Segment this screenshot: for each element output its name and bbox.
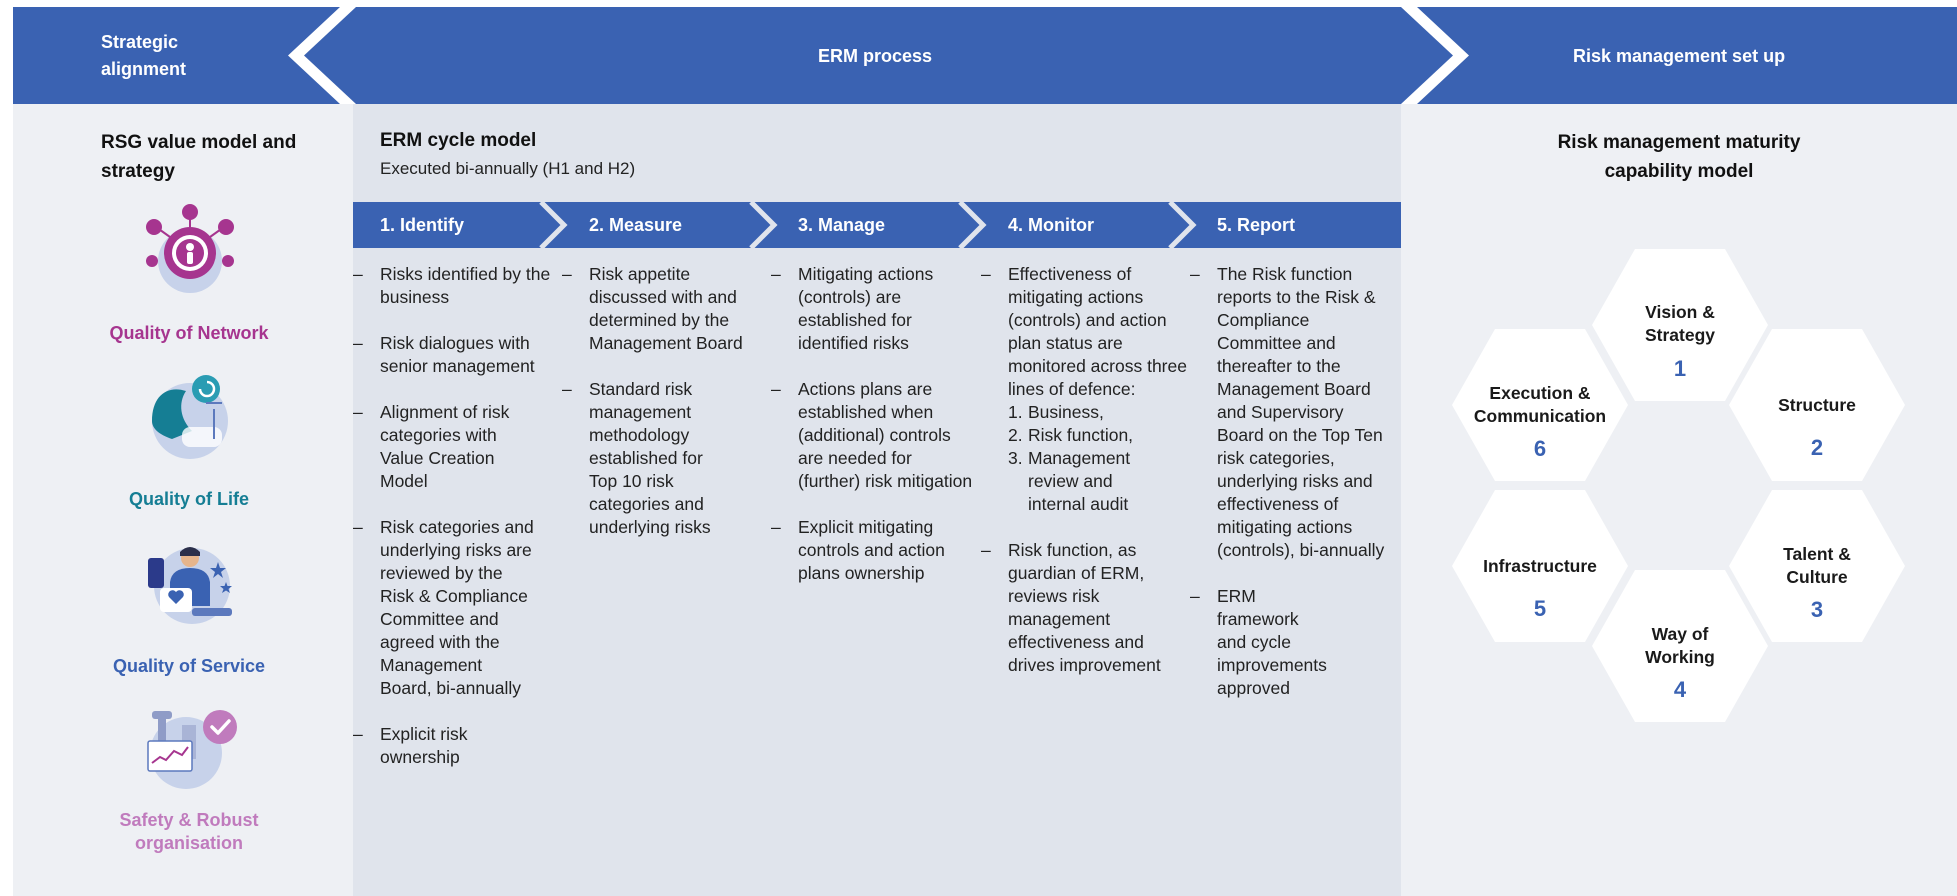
hexagon-shape <box>1592 249 1768 401</box>
risk-setup-heading: Risk management set up <box>1573 46 1786 66</box>
hex-vision-strategy: Vision & Strategy 1 <box>1590 247 1770 403</box>
list-item: Alignment of risk categories with Value … <box>353 401 558 493</box>
hex-number: 4 <box>1673 677 1687 702</box>
list-item: Mitigating actions (controls) are establ… <box>771 263 977 355</box>
erm-cycle-title: ERM cycle model <box>380 130 537 151</box>
list-item: Risk appetite discussed with and determi… <box>562 263 770 355</box>
hex-label: Talent & Culture <box>1783 544 1851 587</box>
network-icon <box>146 204 234 293</box>
quality-of-service-label: Quality of Service <box>112 656 266 676</box>
defence-line-item: 3.Management review and internal audit <box>1008 448 1131 514</box>
step-monitor-label: 4. Monitor <box>1008 215 1094 235</box>
hex-structure: Structure 2 <box>1727 327 1907 483</box>
list-item: ERM framework and cycle improvements app… <box>1190 585 1395 700</box>
hex-infrastructure: Infrastructure 5 <box>1450 488 1630 644</box>
environment-icon <box>152 375 228 459</box>
list-item: Effectiveness of mitigating actions (con… <box>981 263 1188 516</box>
list-item: Risk dialogues with senior management <box>353 332 558 378</box>
header-banner-shape <box>13 7 1957 104</box>
list-item: Risks identified by the business <box>353 263 558 309</box>
defence-line-item: 2.Risk function, <box>1008 425 1134 445</box>
service-staff-icon <box>148 547 232 624</box>
hexagon-shape <box>1729 490 1905 642</box>
erm-cycle-subtitle: Executed bi-annually (H1 and H2) <box>380 159 636 178</box>
list-item: Risk function, as guardian of ERM, revie… <box>981 539 1188 677</box>
strategic-alignment-heading: Strategic alignment <box>101 32 187 79</box>
report-items: The Risk function reports to the Risk & … <box>1190 263 1395 723</box>
step-report-label: 5. Report <box>1217 215 1296 235</box>
monitor-effectiveness-text: Effectiveness of mitigating actions (con… <box>1008 264 1187 399</box>
measure-items: Risk appetite discussed with and determi… <box>562 263 770 562</box>
hexagon-shape <box>1452 329 1628 481</box>
hex-talent-culture: Talent & Culture 3 <box>1727 488 1907 644</box>
hex-execution-communication: Execution & Communication 6 <box>1450 327 1630 483</box>
manage-items: Mitigating actions (controls) are establ… <box>771 263 977 608</box>
header-banner <box>13 7 1957 104</box>
hexagon-shape <box>1729 329 1905 481</box>
erm-steps-band <box>353 202 1401 248</box>
monitor-items: Effectiveness of mitigating actions (con… <box>981 263 1188 700</box>
list-item: Standard risk management methodology est… <box>562 378 770 539</box>
identify-items: Risks identified by the business Risk di… <box>353 263 558 792</box>
safety-robust-label: Safety & Robust organisation <box>119 810 259 853</box>
hex-label: Infrastructure <box>1483 556 1597 576</box>
hex-way-of-working: Way of Working 4 <box>1590 568 1770 724</box>
quality-of-life-label: Quality of Life <box>128 489 249 509</box>
maturity-model-title: Risk management maturity capability mode… <box>1557 132 1801 182</box>
defence-lines-list: 1.Business, 2.Risk function, 3.Managemen… <box>1008 401 1188 516</box>
value-model-title: RSG value model and strategy <box>101 132 297 182</box>
erm-process-heading: ERM process <box>818 46 933 66</box>
step-identify-label: 1. Identify <box>380 215 465 235</box>
step-manage-label: 3. Manage <box>798 215 886 235</box>
hex-number: 3 <box>1810 597 1824 622</box>
hexagon-shape <box>1452 490 1628 642</box>
hex-number: 2 <box>1810 435 1824 460</box>
list-item: Risk categories and underlying risks are… <box>353 516 558 700</box>
list-item: The Risk function reports to the Risk & … <box>1190 263 1395 562</box>
list-item: Explicit mitigating controls and action … <box>771 516 977 585</box>
hex-label: Vision & Strategy <box>1644 302 1716 345</box>
safety-check-icon <box>147 710 237 789</box>
list-item: Actions plans are established when (addi… <box>771 378 977 493</box>
quality-of-network-label: Quality of Network <box>109 323 269 343</box>
hex-label: Structure <box>1778 395 1856 415</box>
list-item: Explicit risk ownership <box>353 723 558 769</box>
hex-number: 6 <box>1533 436 1547 461</box>
step-measure-label: 2. Measure <box>589 215 683 235</box>
hex-number: 5 <box>1533 596 1547 621</box>
hex-label: Execution & Communication <box>1473 383 1607 426</box>
hex-number: 1 <box>1673 356 1687 381</box>
hex-label: Way of Working <box>1645 624 1715 667</box>
hexagon-shape <box>1592 570 1768 722</box>
defence-line-item: 1.Business, <box>1008 402 1104 422</box>
